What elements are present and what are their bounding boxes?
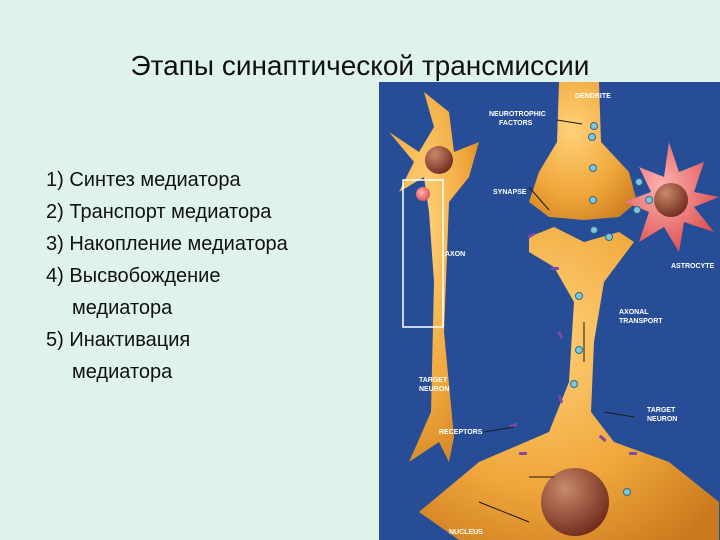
list-item: 2) Транспорт медиатора — [46, 196, 376, 228]
label-neuron-left: NEURON — [419, 386, 449, 393]
postsynaptic-neuron — [419, 227, 719, 540]
label-nucleus: NUCLEUS — [449, 529, 483, 536]
step-text-continued: медиатора — [72, 297, 173, 319]
receptor-marks — [509, 232, 637, 455]
label-factors: FACTORS — [499, 120, 533, 127]
left-neuron — [389, 92, 479, 462]
list-item: 4) Высвобождение медиатора — [46, 260, 376, 324]
step-number: 1) — [46, 169, 64, 191]
step-text: Инактивация — [69, 329, 191, 351]
label-receptors: RECEPTORS — [439, 429, 483, 436]
step-text: Синтез медиатора — [69, 169, 241, 191]
label-target-left: TARGET — [419, 377, 448, 384]
label-astrocyte: ASTROCYTE — [671, 263, 715, 270]
list-item: 3) Накопление медиатора — [46, 228, 376, 260]
label-axonal: AXONAL — [619, 309, 649, 316]
label-target-right: TARGET — [647, 407, 676, 414]
step-text: Накопление медиатора — [69, 233, 288, 255]
step-number: 3) — [46, 233, 64, 255]
step-text: Транспорт медиатора — [69, 201, 272, 223]
label-neurotrophic: NEUROTROPHIC — [489, 111, 546, 118]
vesicles — [570, 122, 653, 496]
label-transport: TRANSPORT — [619, 318, 663, 325]
astrocyte-cell — [624, 142, 719, 252]
step-text: Высвобождение — [69, 265, 221, 287]
list-item: 1) Синтез медиатора — [46, 164, 376, 196]
step-text-continued: медиатора — [72, 361, 173, 383]
steps-list: 1) Синтез медиатора 2) Транспорт медиато… — [46, 164, 376, 388]
label-axon: AXON — [445, 251, 465, 258]
label-dendrite: DENDRITE — [575, 93, 611, 100]
presynaptic-terminal — [529, 82, 637, 220]
label-neuron-right: NEURON — [647, 416, 677, 423]
inset-box — [402, 179, 444, 328]
slide-title: Этапы синаптической трансмиссии — [130, 50, 590, 81]
step-number: 4) — [46, 265, 64, 287]
synapse-drawing: DENDRITE NEUROTROPHIC FACTORS SYNAPSE AX… — [389, 82, 719, 540]
step-number: 5) — [46, 329, 64, 351]
list-item: 5) Инактивация медиатора — [46, 324, 376, 388]
target-neuron-nucleus — [541, 468, 609, 536]
synapse-illustration: DENDRITE NEUROTROPHIC FACTORS SYNAPSE AX… — [379, 82, 720, 540]
step-number: 2) — [46, 201, 64, 223]
arrows — [478, 119, 635, 523]
left-neuron-nucleus — [425, 146, 453, 174]
label-synapse: SYNAPSE — [493, 189, 527, 196]
